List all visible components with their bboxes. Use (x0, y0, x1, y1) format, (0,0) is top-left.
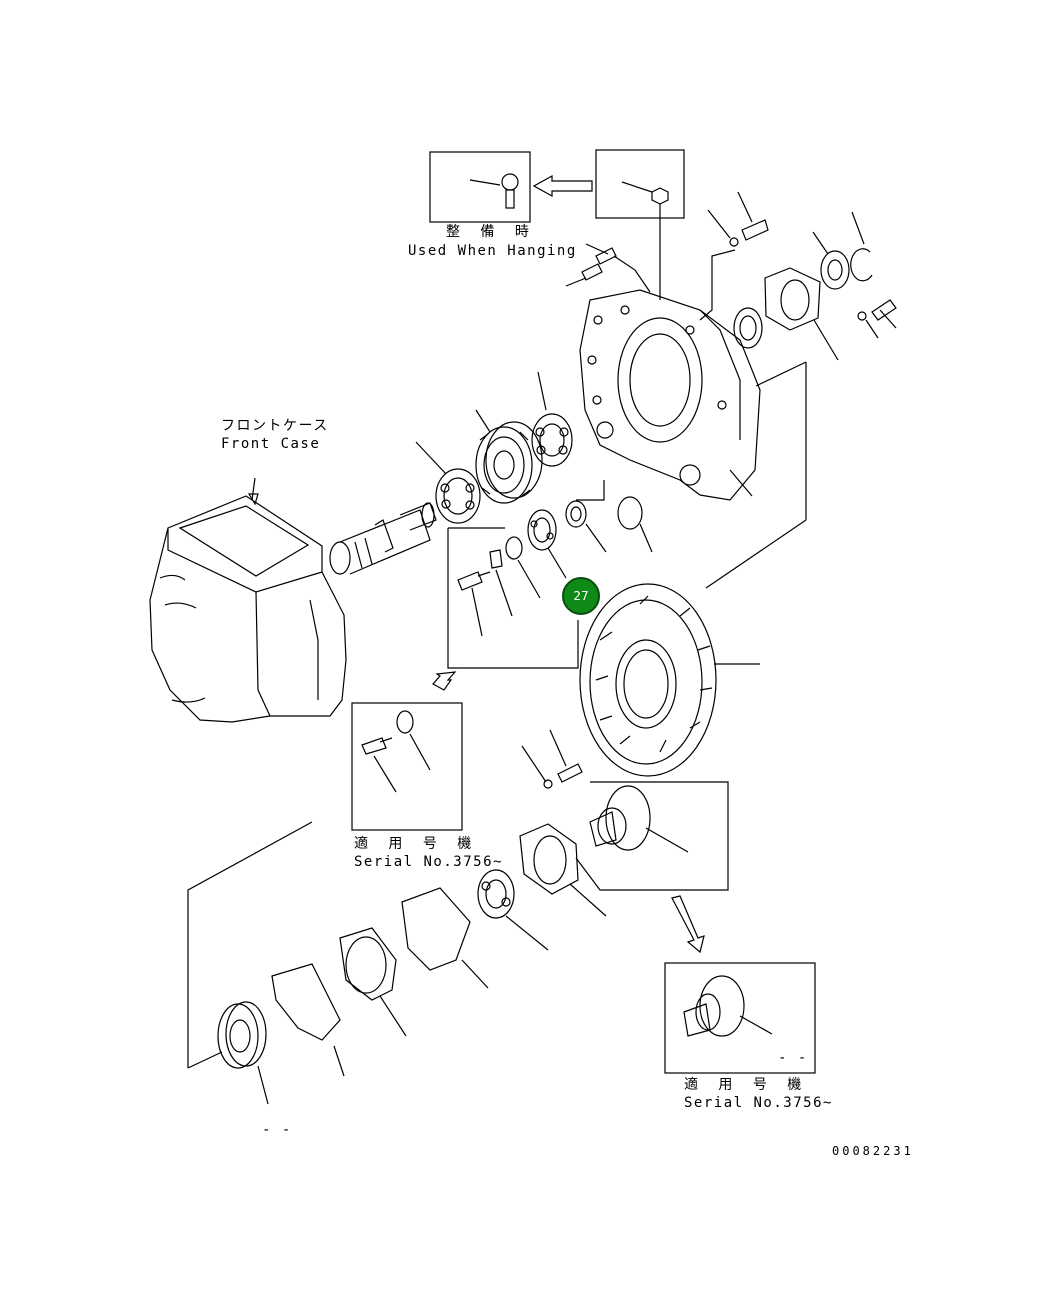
drawing-number: 00082231 (832, 1144, 914, 1158)
hanging-arrow (532, 174, 593, 198)
serial-detail-box-1 (351, 671, 463, 831)
gear (475, 409, 543, 504)
pinion-box (521, 729, 729, 954)
front-case-label-en: Front Case (221, 436, 321, 452)
serial-label-en-2: Serial No.3756~ (684, 1095, 833, 1111)
serial-label-jp-1: 適 用 号 機 (354, 836, 478, 852)
hanging-label-jp: 整 備 時 (446, 224, 535, 240)
dash-label-1: - - (778, 1050, 808, 1066)
serial-label-en-1: Serial No.3756~ (354, 854, 503, 870)
bearing-1 (415, 441, 481, 524)
ring-gear (579, 361, 807, 777)
dash-label-2: - - (262, 1122, 292, 1138)
front-case-housing (149, 477, 347, 723)
seals (565, 480, 653, 553)
serial-detail-box-2 (664, 962, 816, 1074)
lower-bearing-chain (187, 821, 607, 1105)
serial-label-jp-2: 適 用 号 機 (684, 1077, 808, 1093)
top-right-hardware (565, 191, 897, 361)
rear-housing (579, 289, 761, 501)
bolt-plate-box (447, 527, 579, 669)
hanging-detail-box-left (429, 151, 531, 223)
hanging-detail-box-right (595, 149, 685, 300)
bearing-2 (531, 371, 573, 467)
callout-27[interactable]: 27 (562, 577, 600, 615)
hanging-label-en: Used When Hanging (408, 243, 577, 259)
bearing-3 (527, 509, 567, 579)
front-case-label-jp: フロントケース (221, 418, 329, 434)
input-shaft (329, 502, 437, 575)
